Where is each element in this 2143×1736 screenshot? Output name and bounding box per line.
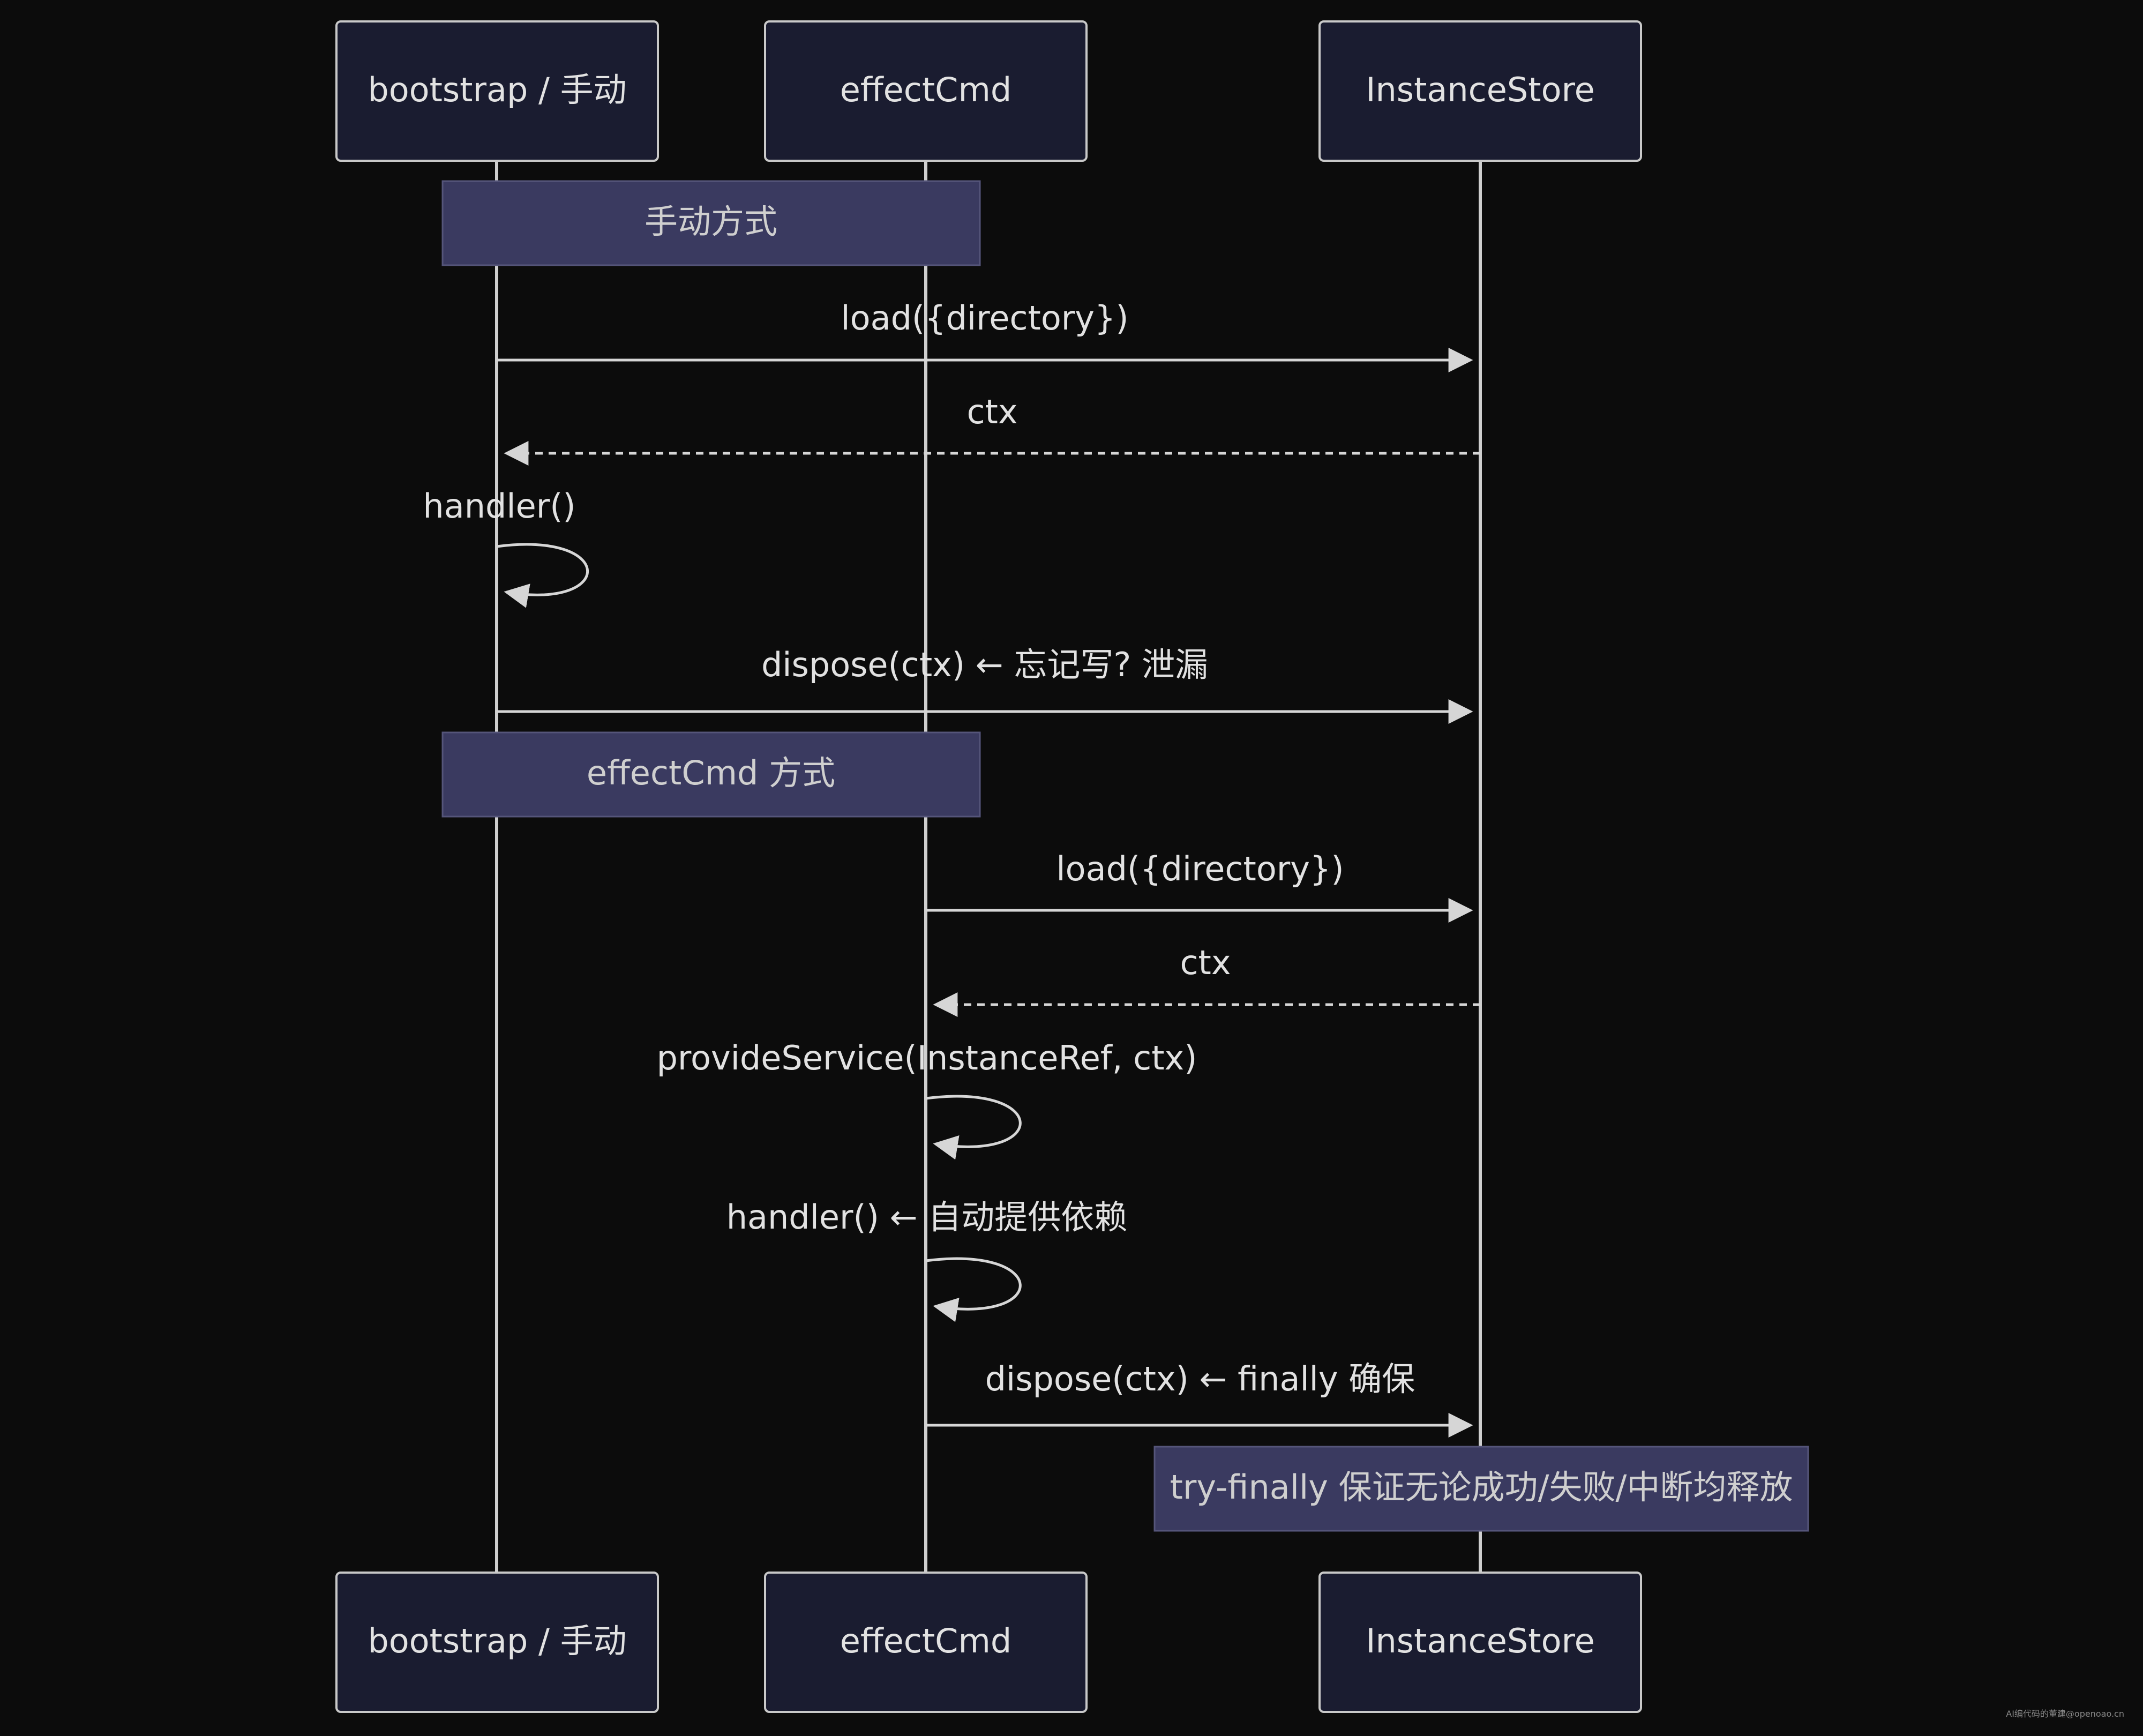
message-dispose-2: dispose(ctx) ← finally 确保 xyxy=(926,1359,1473,1438)
participant-label: InstanceStore xyxy=(1366,1621,1595,1660)
note-effectcmd-header: effectCmd 方式 xyxy=(441,731,981,818)
message-provide-service: provideService(InstanceRef, ctx) xyxy=(657,1038,1197,1160)
message-label: load({directory}) xyxy=(841,298,1128,338)
message-label: ctx xyxy=(966,392,1017,431)
participant-effectcmd-bottom: effectCmd xyxy=(764,1572,1088,1713)
message-label: ctx xyxy=(1180,943,1231,982)
message-handler-1: handler() xyxy=(423,487,589,608)
participant-effectcmd-top: effectCmd xyxy=(764,20,1088,162)
message-label: handler() xyxy=(423,487,575,526)
message-load-2: load({directory}) xyxy=(926,849,1473,923)
note-label: effectCmd 方式 xyxy=(587,753,835,792)
message-ctx-2: ctx xyxy=(933,943,1480,1017)
participant-bootstrap-top: bootstrap / 手动 xyxy=(335,20,659,162)
message-load-1: load({directory}) xyxy=(497,298,1473,372)
message-ctx-1: ctx xyxy=(504,392,1480,466)
participant-instancestore-top: InstanceStore xyxy=(1318,20,1642,162)
message-label: load({directory}) xyxy=(1056,849,1344,888)
participant-label: bootstrap / 手动 xyxy=(368,1621,626,1660)
message-label: dispose(ctx) ← finally 确保 xyxy=(985,1359,1415,1398)
message-dispose-1: dispose(ctx) ← 忘记写? 泄漏 xyxy=(497,645,1473,724)
note-manual-header: 手动方式 xyxy=(441,180,981,266)
message-label: dispose(ctx) ← 忘记写? 泄漏 xyxy=(761,645,1208,684)
participant-label: effectCmd xyxy=(840,1621,1011,1660)
message-handler-2: handler() ← 自动提供依赖 xyxy=(726,1198,1128,1322)
note-label: try-finally 保证无论成功/失败/中断均释放 xyxy=(1170,1468,1793,1507)
participant-instancestore-bottom: InstanceStore xyxy=(1318,1572,1642,1713)
note-label: 手动方式 xyxy=(645,202,777,241)
participant-bootstrap-bottom: bootstrap / 手动 xyxy=(335,1572,659,1713)
message-label: provideService(InstanceRef, ctx) xyxy=(657,1038,1197,1077)
participant-label: InstanceStore xyxy=(1366,70,1595,109)
participant-label: bootstrap / 手动 xyxy=(368,70,626,109)
participant-label: effectCmd xyxy=(840,70,1011,109)
note-try-finally: try-finally 保证无论成功/失败/中断均释放 xyxy=(1153,1446,1809,1532)
message-label: handler() ← 自动提供依赖 xyxy=(726,1198,1128,1237)
watermark: AI编代码的董建@openoao.cn xyxy=(2006,1709,2124,1719)
